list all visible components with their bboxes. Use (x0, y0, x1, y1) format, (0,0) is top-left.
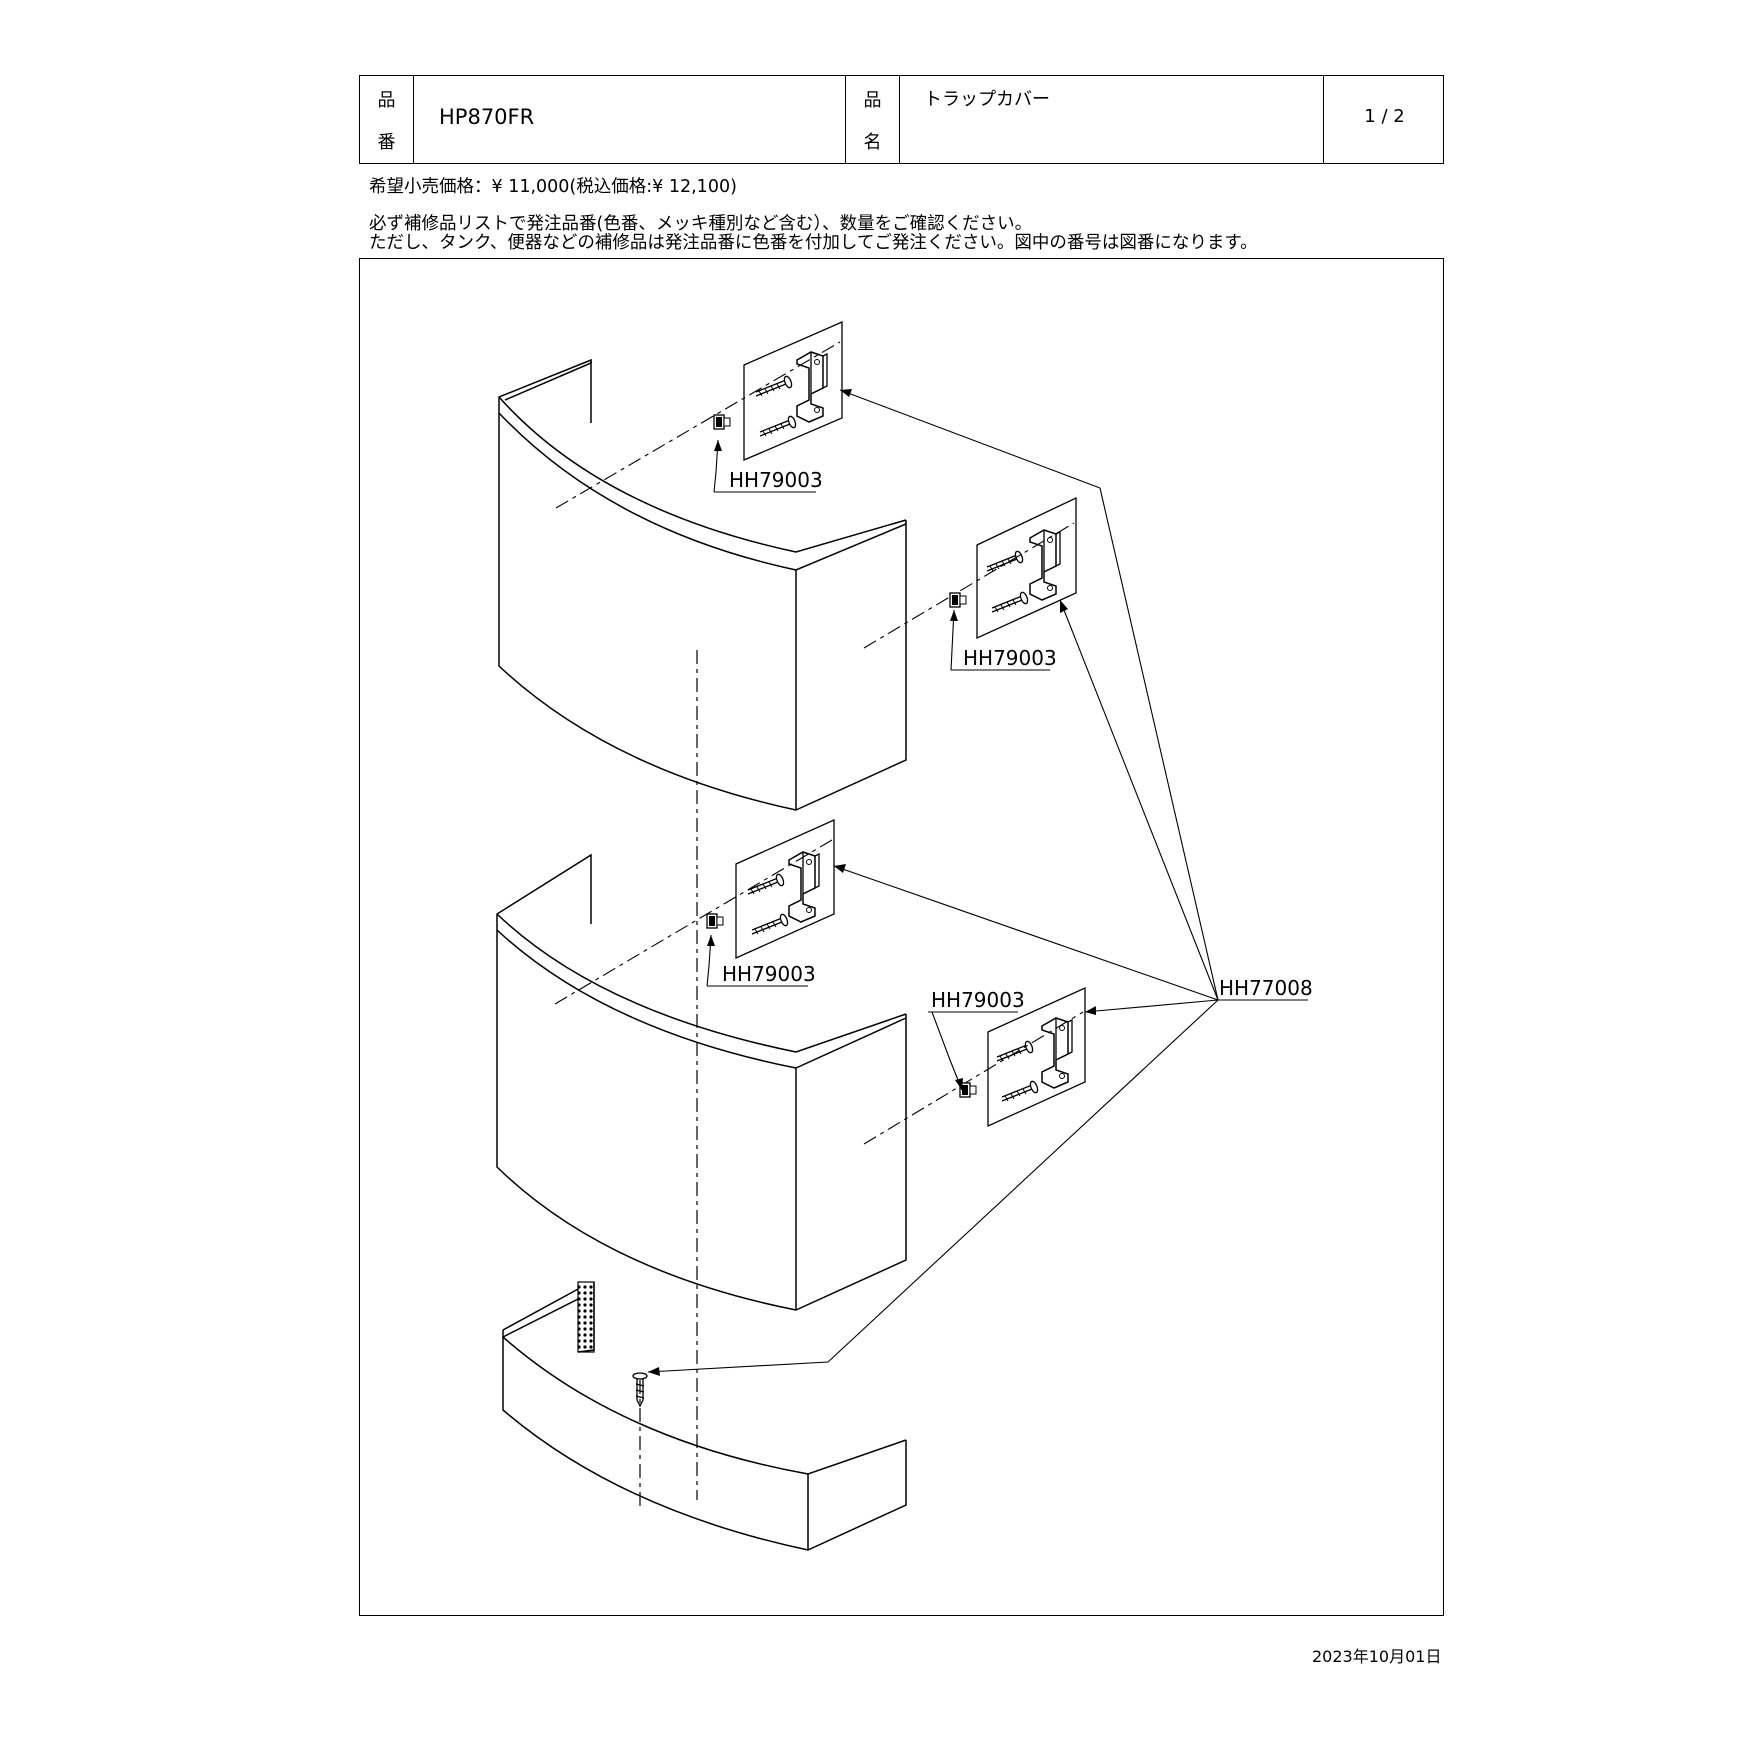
base-screw (632, 1372, 648, 1408)
part-number-label-1: 品 (377, 90, 396, 111)
bracket-plate-2 (863, 496, 1077, 649)
leader-lines (647, 389, 1308, 1373)
price-line: 希望小売価格：¥ 11,000(税込価格:¥ 12,100) (369, 177, 737, 197)
part-number-cell: HP870FR (414, 76, 846, 163)
upper-cover (498, 358, 907, 811)
document-date: 2023年10月01日 (1312, 1647, 1442, 1666)
note-line-1: 必ず補修品リストで発注品番(色番、メッキ種別など含む）、数量をご確認ください。 (369, 214, 1033, 234)
callout-hh79003-3: HH79003 (722, 962, 816, 986)
note-line-2: ただし、タンク、便器などの補修品は発注品番に色番を付加してご発注ください。図中の… (369, 233, 1258, 253)
callout-hh79003-2: HH79003 (963, 646, 1057, 670)
middle-cover (496, 853, 907, 1311)
product-name: トラップカバー (924, 89, 1050, 110)
arrowheads (648, 389, 1096, 1376)
part-number: HP870FR (439, 105, 535, 129)
part-number-label-2: 番 (377, 132, 396, 153)
bracket-plate-3 (554, 818, 835, 1005)
part-number-label-cell: 品 番 (360, 76, 414, 163)
bottom-base (502, 1281, 907, 1551)
title-block: 品 番 HP870FR 品 名 トラップカバー 1 / 2 (359, 75, 1444, 164)
product-name-label-cell: 品 名 (846, 76, 900, 163)
bracket-plate-4 (863, 986, 1086, 1145)
product-name-label-1: 品 (863, 90, 882, 111)
callout-hh79003-4: HH79003 (931, 988, 1025, 1012)
product-name-label-2: 名 (863, 132, 882, 153)
drawing-frame (359, 258, 1444, 1616)
page-number: 1 / 2 (1364, 106, 1405, 127)
page-cell: 1 / 2 (1324, 76, 1445, 163)
callout-hh79003-1: HH79003 (729, 468, 823, 492)
bracket-plate-1 (555, 321, 843, 509)
callout-hh77008: HH77008 (1219, 976, 1313, 1000)
product-name-cell: トラップカバー (900, 76, 1324, 163)
